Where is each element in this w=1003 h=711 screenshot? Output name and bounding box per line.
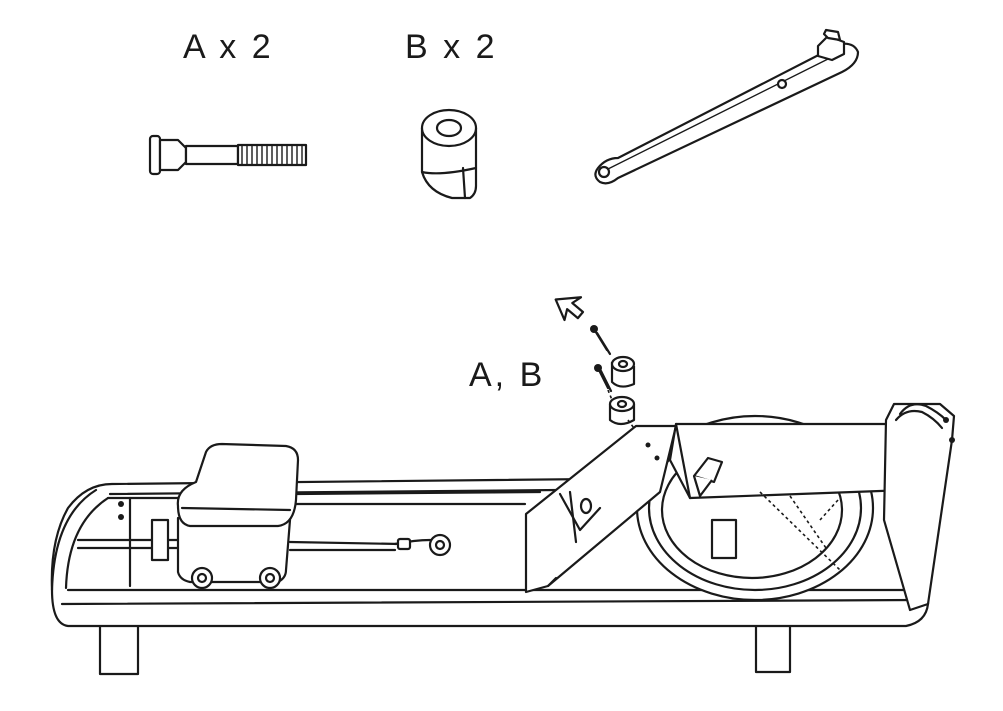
- exploded-bolt-upper: [590, 325, 612, 356]
- exploded-bolt-lower: [594, 364, 613, 393]
- assembly-label: A, B: [469, 356, 546, 394]
- part-a-label: A x 2: [183, 28, 274, 66]
- exploded-spacer-lower: [608, 395, 636, 426]
- wrench-illustration: [594, 28, 860, 185]
- rowing-machine-illustration: [50, 402, 956, 676]
- part-b-label: B x 2: [405, 28, 498, 66]
- bolt-a-illustration: [148, 134, 308, 176]
- spacer-b-illustration: [420, 108, 478, 200]
- insertion-arrow: [554, 296, 585, 322]
- exploded-spacer-upper: [610, 355, 636, 388]
